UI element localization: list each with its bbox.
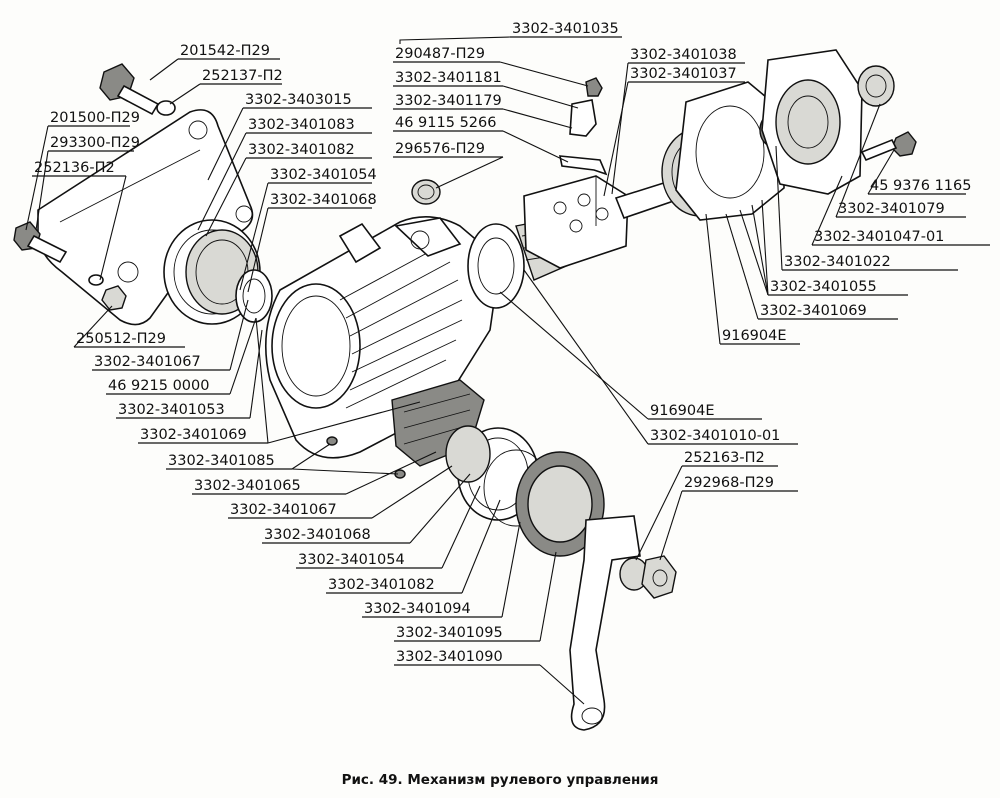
label-3302-3401082-top: 3302-3401082 (248, 142, 355, 158)
label-252163-p2: 252163-П2 (684, 450, 765, 466)
label-3302-3401068-top: 3302-3401068 (270, 192, 377, 208)
label-46-9115-5266: 46 9115 5266 (395, 115, 496, 131)
label-3302-3403015: 3302-3403015 (245, 92, 352, 108)
label-3302-3401067-bottom: 3302-3401067 (230, 502, 337, 518)
label-3302-3401010-01: 3302-3401010-01 (650, 428, 780, 444)
label-3302-3401082-bottom: 3302-3401082 (328, 577, 435, 593)
label-3302-3401179: 3302-3401179 (395, 93, 502, 109)
label-3302-3401038: 3302-3401038 (630, 47, 737, 63)
lower-boot (515, 451, 605, 557)
bolt-4593761165 (860, 131, 917, 162)
label-250512-p29: 250512-П29 (76, 331, 166, 347)
valve-block (523, 175, 629, 269)
label-3302-3401067-left: 3302-3401067 (94, 354, 201, 370)
label-3302-3401054-bottom: 3302-3401054 (298, 552, 405, 568)
label-3302-3401094: 3302-3401094 (364, 601, 471, 617)
washer-252137 (156, 100, 176, 116)
label-293300-p29: 293300-П29 (50, 135, 140, 151)
label-292968-p29: 292968-П29 (684, 475, 774, 491)
label-3302-3401055: 3302-3401055 (770, 279, 877, 295)
label-3302-3401022: 3302-3401022 (784, 254, 891, 270)
nut-250512 (101, 285, 127, 311)
top-cover (761, 49, 863, 195)
bracket-3401179 (569, 99, 597, 137)
label-916904e-right: 916904Е (722, 328, 787, 344)
part-labels: 3302-3401035 290487-П29 3302-3401038 330… (34, 21, 971, 665)
label-916904e-center: 916904Е (650, 403, 715, 419)
bolt-201542 (99, 63, 160, 116)
washer-252136 (88, 274, 104, 286)
bolt-290487 (585, 77, 603, 97)
label-3302-3401037: 3302-3401037 (630, 66, 737, 82)
label-3302-3401054-top: 3302-3401054 (270, 167, 377, 183)
label-296576-p29: 296576-П29 (395, 141, 485, 157)
label-3302-3401095: 3302-3401095 (396, 625, 503, 641)
pitman-nut (619, 555, 677, 599)
label-3302-3401047-01: 3302-3401047-01 (814, 229, 944, 245)
parts-illustration (13, 49, 917, 731)
pitman-arm (569, 515, 641, 731)
label-3302-3401090: 3302-3401090 (396, 649, 503, 665)
leader-lines (25, 36, 990, 705)
label-3302-3401068-bottom: 3302-3401068 (264, 527, 371, 543)
plug-upper (326, 436, 338, 446)
top-cover-flange (675, 81, 785, 221)
label-3302-3401181: 3302-3401181 (395, 70, 502, 86)
label-201542-p29: 201542-П29 (180, 43, 270, 59)
label-3302-3401069-right: 3302-3401069 (760, 303, 867, 319)
figure-caption: Рис. 49. Механизм рулевого управления (342, 772, 659, 788)
snap-ring-upper (235, 269, 273, 323)
label-252137-p2: 252137-П2 (202, 68, 283, 84)
label-3302-3401085: 3302-3401085 (168, 453, 275, 469)
label-3302-3401079: 3302-3401079 (838, 201, 945, 217)
label-290487-p29: 290487-П29 (395, 46, 485, 62)
label-3302-3401083: 3302-3401083 (248, 117, 355, 133)
label-201500-p29: 201500-П29 (50, 110, 140, 126)
label-45-9376-1165: 45 9376 1165 (870, 178, 971, 194)
plug-296576 (411, 179, 441, 205)
label-252136-p2: 252136-П2 (34, 160, 115, 176)
label-46-9215-0000: 46 9215 0000 (108, 378, 209, 394)
label-3302-3401065: 3302-3401065 (194, 478, 301, 494)
plate-469115 (559, 155, 608, 176)
seal-3401079 (857, 65, 895, 107)
label-3302-3401053: 3302-3401053 (118, 402, 225, 418)
bolt-201500 (13, 221, 68, 264)
label-3302-3401069-left: 3302-3401069 (140, 427, 247, 443)
label-3302-3401035: 3302-3401035 (512, 21, 619, 37)
